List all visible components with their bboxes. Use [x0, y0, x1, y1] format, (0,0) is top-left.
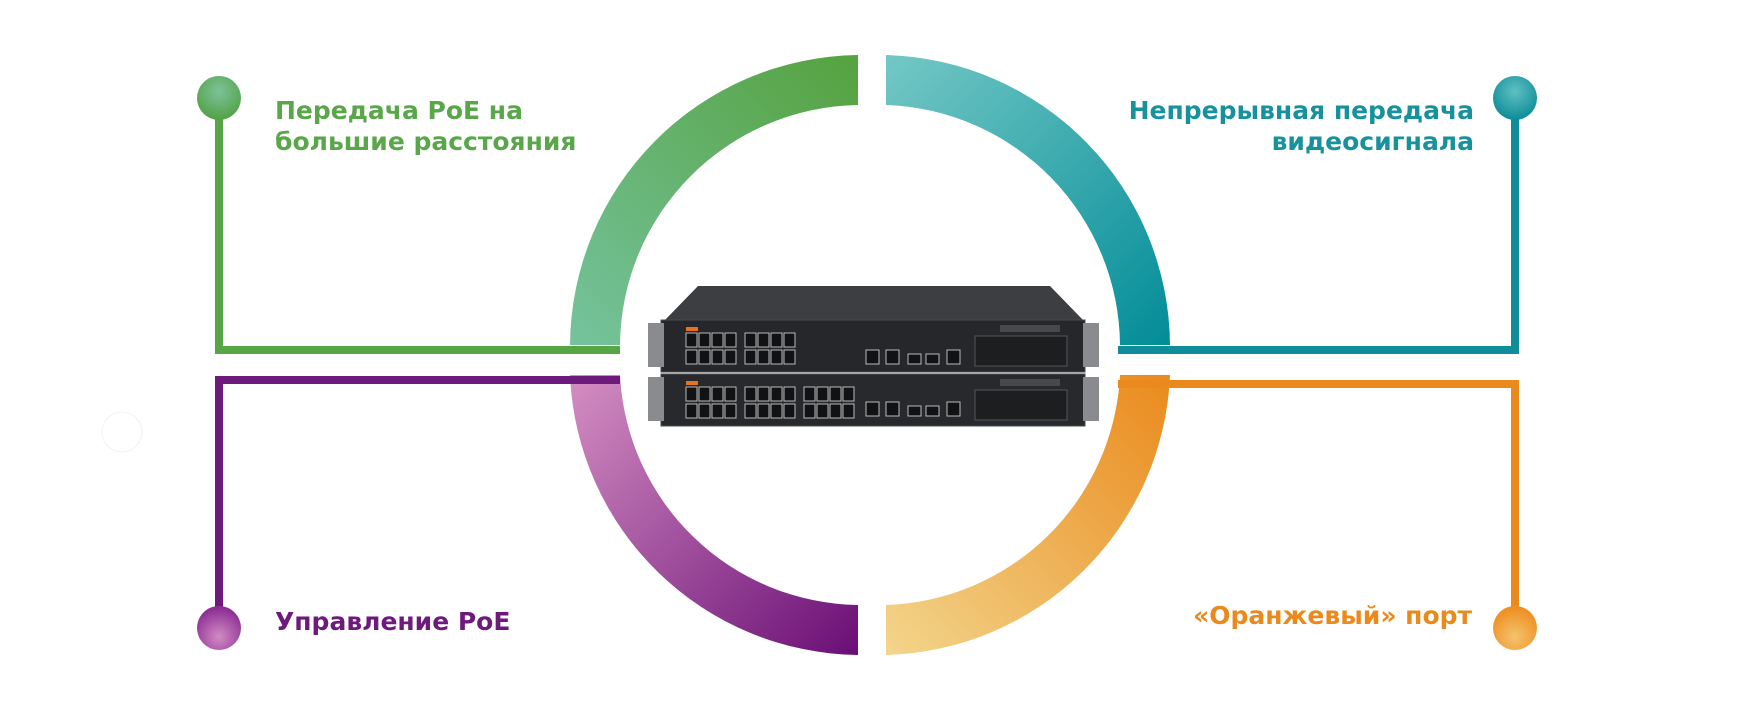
ring-quadrant-bottom-right: [886, 375, 1170, 655]
ring: [570, 55, 1170, 655]
rj45-port: [829, 403, 842, 419]
rj45-port: [803, 403, 816, 419]
brand-plate: [1000, 325, 1060, 332]
rj45-port: [842, 386, 855, 402]
orange-port-marker: [686, 327, 698, 331]
connector-line-top-right: [1118, 98, 1519, 354]
switch-top-rack-ear-right: [1083, 323, 1099, 367]
switch-top-lid: [665, 286, 1083, 320]
console-port: [946, 401, 961, 417]
sfp-port: [925, 353, 940, 365]
sfp-port: [907, 353, 922, 365]
feature-label-continuous-video: Непрерывная передача видеосигнала: [1090, 95, 1474, 157]
rj45-port: [724, 349, 737, 365]
status-led-panel: [974, 335, 1068, 367]
switch-bottom-ports: [685, 386, 961, 419]
switch-device-image: [648, 286, 1099, 427]
status-led-panel: [974, 389, 1068, 421]
sfp-port: [925, 405, 940, 417]
connector-line-top-left: [215, 98, 620, 354]
orange-port-marker: [686, 381, 698, 385]
ring-quadrant-top-left: [570, 55, 858, 345]
connector-dot-icon: [1493, 76, 1537, 120]
feature-label-line: видеосигнала: [1271, 127, 1474, 156]
rj45-port: [842, 403, 855, 419]
switch-bottom-rack-ear-left: [648, 377, 664, 421]
rj45-port: [711, 349, 724, 365]
rj45-port: [724, 386, 737, 402]
rj45-port: [744, 332, 757, 348]
rj45-port: [711, 403, 724, 419]
rj45-port: [783, 403, 796, 419]
connector-dots: [197, 76, 1537, 650]
feature-label-poe-management: Управление PoE: [275, 606, 510, 637]
rj45-port: [770, 386, 783, 402]
ring-quadrant-top-right: [886, 55, 1170, 345]
connector-dot-icon: [197, 606, 241, 650]
rj45-port: [816, 403, 829, 419]
connector-dot-icon: [197, 76, 241, 120]
rj45-port: [685, 349, 698, 365]
rj45-port: [816, 386, 829, 402]
rj45-port: [724, 332, 737, 348]
rj45-port: [770, 349, 783, 365]
connector-dot-icon: [1493, 606, 1537, 650]
sfp-port: [907, 405, 922, 417]
feature-label-long-distance-poe: Передача PoE на большие расстояния: [275, 95, 576, 157]
rj45-port: [757, 386, 770, 402]
connector-lines: [215, 98, 1519, 628]
rj45-port: [757, 403, 770, 419]
uplink-port: [885, 401, 900, 417]
rj45-port: [770, 332, 783, 348]
connector-line-bottom-right: [1118, 380, 1519, 628]
rj45-port: [698, 332, 711, 348]
uplink-port: [885, 349, 900, 365]
rj45-port: [783, 386, 796, 402]
decorative-faint-circle: [101, 411, 143, 453]
rj45-port: [685, 332, 698, 348]
rj45-port: [757, 332, 770, 348]
rj45-port: [698, 349, 711, 365]
rj45-port: [698, 403, 711, 419]
rj45-port: [698, 386, 711, 402]
rj45-port: [744, 403, 757, 419]
rj45-port: [724, 403, 737, 419]
rj45-port: [685, 386, 698, 402]
switch-bottom-rack-ear-right: [1083, 377, 1099, 421]
rj45-port: [711, 386, 724, 402]
feature-label-line: Непрерывная передача: [1128, 96, 1474, 125]
rj45-port: [770, 403, 783, 419]
rj45-port: [783, 349, 796, 365]
feature-label-line: «Оранжевый» порт: [1193, 601, 1472, 630]
feature-label-line: Управление PoE: [275, 607, 511, 636]
feature-label-line: Передача PoE на: [275, 96, 523, 125]
rj45-port: [757, 349, 770, 365]
rj45-port: [685, 403, 698, 419]
uplink-port: [865, 349, 880, 365]
switch-top-rack-ear-left: [648, 323, 664, 367]
ring-quadrant-bottom-left: [570, 375, 858, 655]
feature-label-orange-port: «Оранжевый» порт: [1100, 600, 1472, 631]
switch-top-ports: [685, 332, 961, 365]
rj45-port: [711, 332, 724, 348]
rj45-port: [744, 349, 757, 365]
brand-plate: [1000, 379, 1060, 386]
rj45-port: [829, 386, 842, 402]
rj45-port: [744, 386, 757, 402]
connector-line-bottom-left: [215, 376, 620, 628]
rj45-port: [783, 332, 796, 348]
rj45-port: [803, 386, 816, 402]
uplink-port: [865, 401, 880, 417]
feature-label-line: большие расстояния: [275, 127, 577, 156]
console-port: [946, 349, 961, 365]
